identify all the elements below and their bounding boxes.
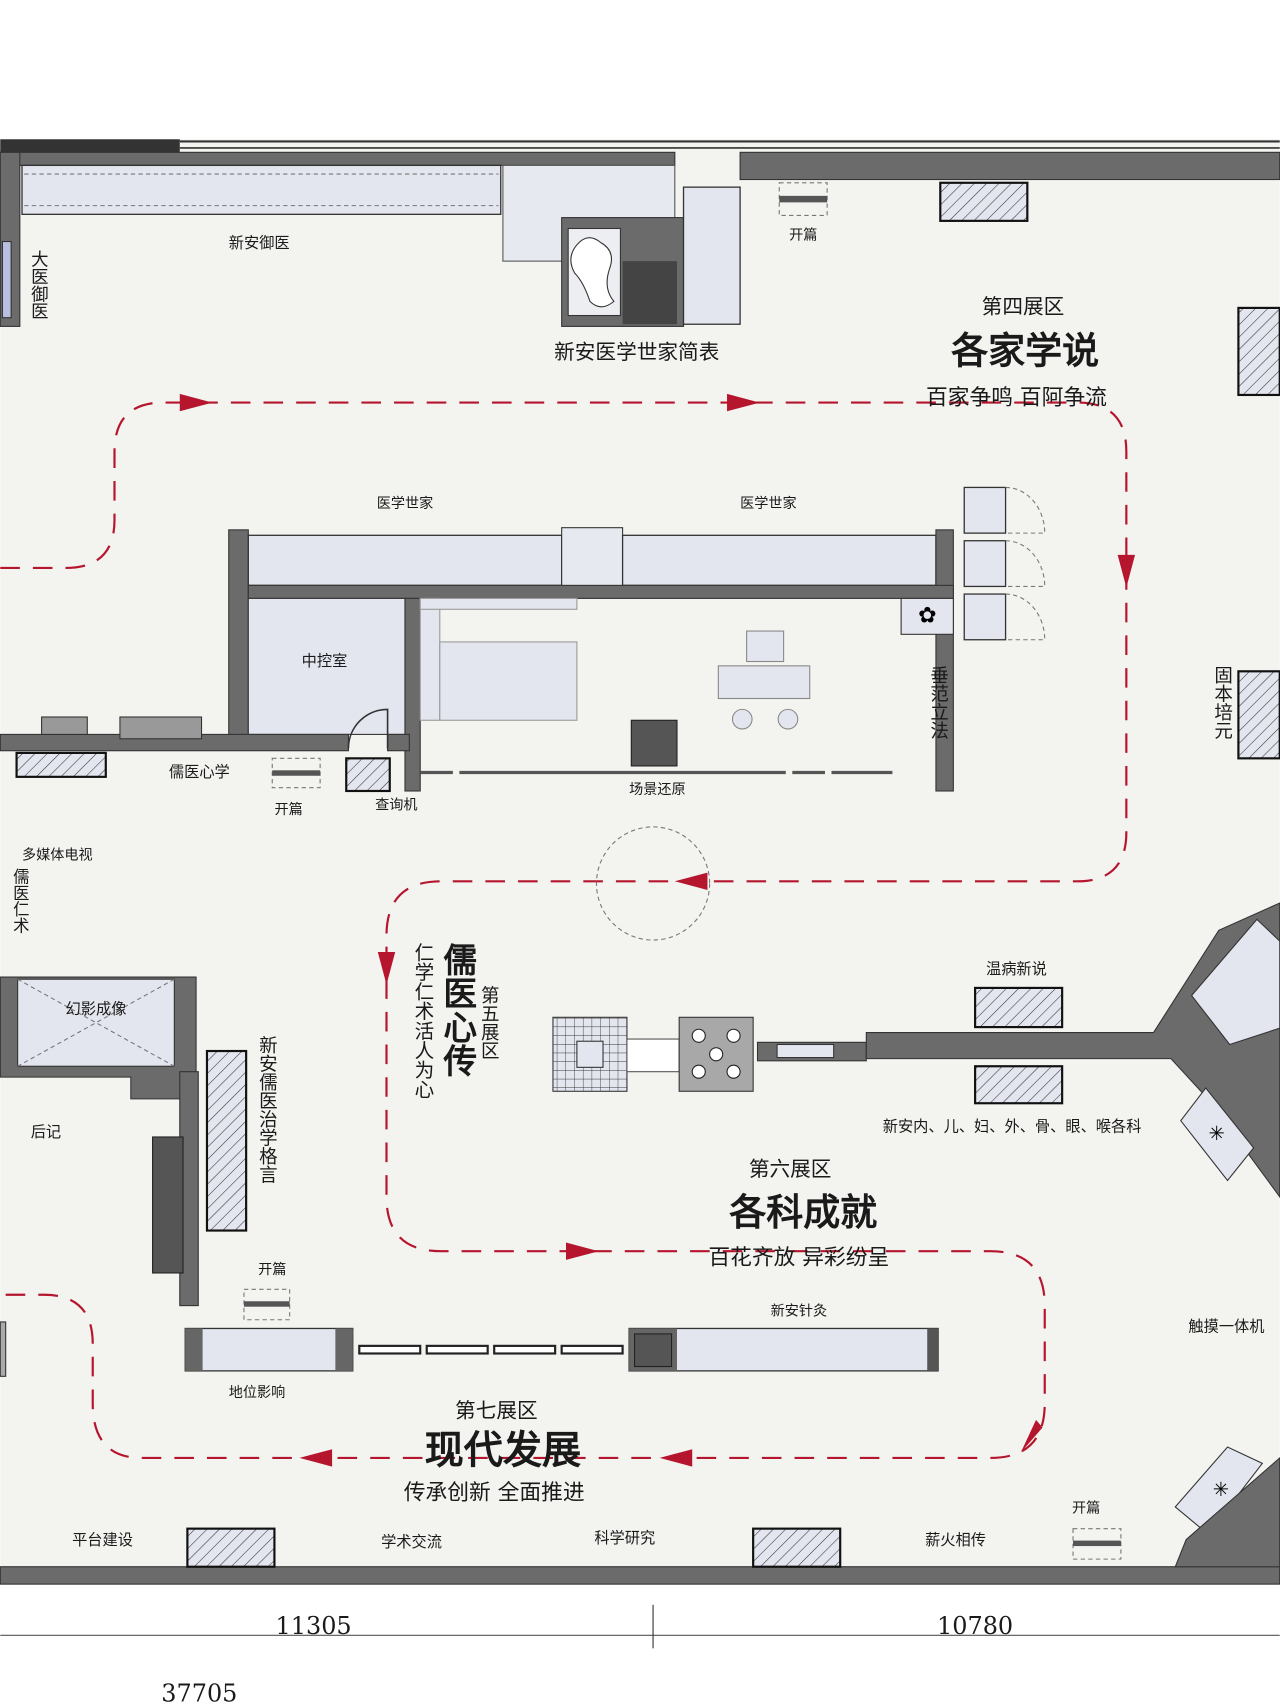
outer-walls: [0, 139, 1280, 1585]
arrow-left-icon: [674, 872, 708, 890]
pillar-platform: [678, 1016, 754, 1092]
cabinet: [974, 986, 1064, 1029]
query-kiosk: [345, 757, 391, 793]
central-structure: ✿: [0, 527, 954, 792]
zone4-number: 第四展区: [982, 294, 1065, 318]
zone6-number: 第六展区: [749, 1157, 832, 1181]
cabinet: [974, 1065, 1064, 1105]
equipment: [119, 716, 203, 740]
label-guben: 固本培元: [1212, 666, 1233, 740]
label-yixue-shijia: 医学世家: [740, 495, 797, 512]
zone6-title: 各科成就: [729, 1191, 877, 1234]
label-ruyi-renshu: 儒医仁术: [10, 868, 29, 933]
label-geyan: 新安儒医治学格言: [256, 1036, 277, 1184]
label-huanying: 幻影成像: [66, 1000, 127, 1018]
rockery-room: [561, 217, 685, 327]
zone4-title: 各家学说: [951, 329, 1099, 372]
showcase-diwei: [184, 1327, 354, 1372]
turn-circle: [595, 826, 711, 941]
plant-box: [1180, 1087, 1255, 1182]
arrow-left-icon: [299, 1449, 333, 1467]
label-houji: 后记: [31, 1123, 61, 1141]
label-duomeiti: 多媒体电视: [22, 847, 93, 864]
phantom-imaging-room: [0, 976, 248, 1307]
arrow-right-icon: [566, 1242, 599, 1260]
label-jianbiao: 新安医学世家简表: [554, 340, 719, 364]
edge-panel: [0, 1321, 7, 1377]
cabinet: [1237, 306, 1280, 397]
flower-icon: ✿: [918, 603, 936, 627]
label-kexue: 科学研究: [594, 1529, 655, 1547]
label-dayi-yuyi: 大医御医: [28, 250, 48, 320]
label-chaxunji: 查询机: [375, 797, 417, 813]
label-yixue-shijia: 医学世家: [377, 495, 434, 512]
label-zhongkong: 中控室: [302, 652, 348, 670]
label-ruyi-xinxue: 儒医心学: [169, 763, 230, 781]
cabinet: [15, 751, 107, 778]
label-kaipian: 开篇: [274, 802, 302, 818]
label-chumo: 触摸一体机: [1188, 1318, 1264, 1336]
zone7-number: 第七展区: [455, 1399, 538, 1423]
plant-box: [1174, 1446, 1264, 1535]
label-geke: 新安内、儿、妇、外、骨、眼、喉各科: [883, 1118, 1142, 1136]
arrow-down-icon: [1020, 1419, 1043, 1453]
label-zhenjiu: 新安针灸: [771, 1303, 828, 1319]
plant-icon: ✳: [1208, 1124, 1224, 1145]
showcase-jianbiao: [682, 186, 741, 325]
arrow-down-icon: [1117, 554, 1136, 588]
arrow-right-icon: [179, 393, 213, 412]
zone6-subtitle: 百花齐放 异彩纷呈: [708, 1245, 889, 1270]
showcase-zhenjiu: [628, 1327, 939, 1372]
cabinet: [186, 1527, 276, 1568]
zone4-subtitle: 百家争鸣 百阿争流: [926, 386, 1107, 411]
cabinet: [752, 1527, 842, 1568]
zone5-title: 儒医心传: [438, 942, 478, 1077]
label-pingtai: 平台建设: [72, 1531, 133, 1549]
label-changjing: 场景还原: [629, 782, 686, 798]
arrow-down-icon: [377, 952, 396, 985]
label-xinan-yuyi: 新安御医: [229, 234, 290, 252]
labels: 新安御医 大医御医 新安医学世家简表 开篇 第四展区 各家学说 百家争鸣 百阿争…: [10, 227, 1264, 1706]
small-cases: [963, 486, 1046, 641]
dimension-left: 11305: [276, 1612, 352, 1640]
plant-icon: ✳: [1213, 1480, 1229, 1501]
dimension-total: 37705: [161, 1680, 237, 1706]
label-xinhuo: 薪火相传: [925, 1531, 986, 1549]
bench-row: [358, 1344, 624, 1355]
showcase-xinan-yuyi: [21, 164, 502, 215]
label-diwei: 地位影响: [229, 1385, 286, 1401]
cabinet: [939, 181, 1029, 222]
dimension-right: 10780: [937, 1612, 1013, 1640]
dimension-line: [0, 1604, 1280, 1649]
label-kaipian: 开篇: [789, 227, 817, 243]
zone7-subtitle: 传承创新 全面推进: [404, 1480, 585, 1505]
label-wenbing: 温病新说: [986, 960, 1047, 978]
zone7-title: 现代发展: [425, 1428, 582, 1473]
visit-route: [0, 401, 1128, 1460]
label-kaipian: 开篇: [1072, 1500, 1100, 1516]
equipment: [41, 716, 88, 735]
zone5-number: 第五展区: [478, 986, 499, 1060]
label-chuifan: 垂范立法: [928, 666, 949, 740]
arrow-left-icon: [659, 1449, 693, 1467]
label-xueshu: 学术交流: [381, 1533, 442, 1551]
route-arrows: [179, 393, 1136, 1467]
zone5-subtitle: 仁学仁术活人为心: [411, 942, 434, 1099]
cabinet: [1237, 670, 1280, 760]
label-kaipian: 开篇: [258, 1262, 286, 1278]
arrow-right-icon: [727, 393, 760, 412]
